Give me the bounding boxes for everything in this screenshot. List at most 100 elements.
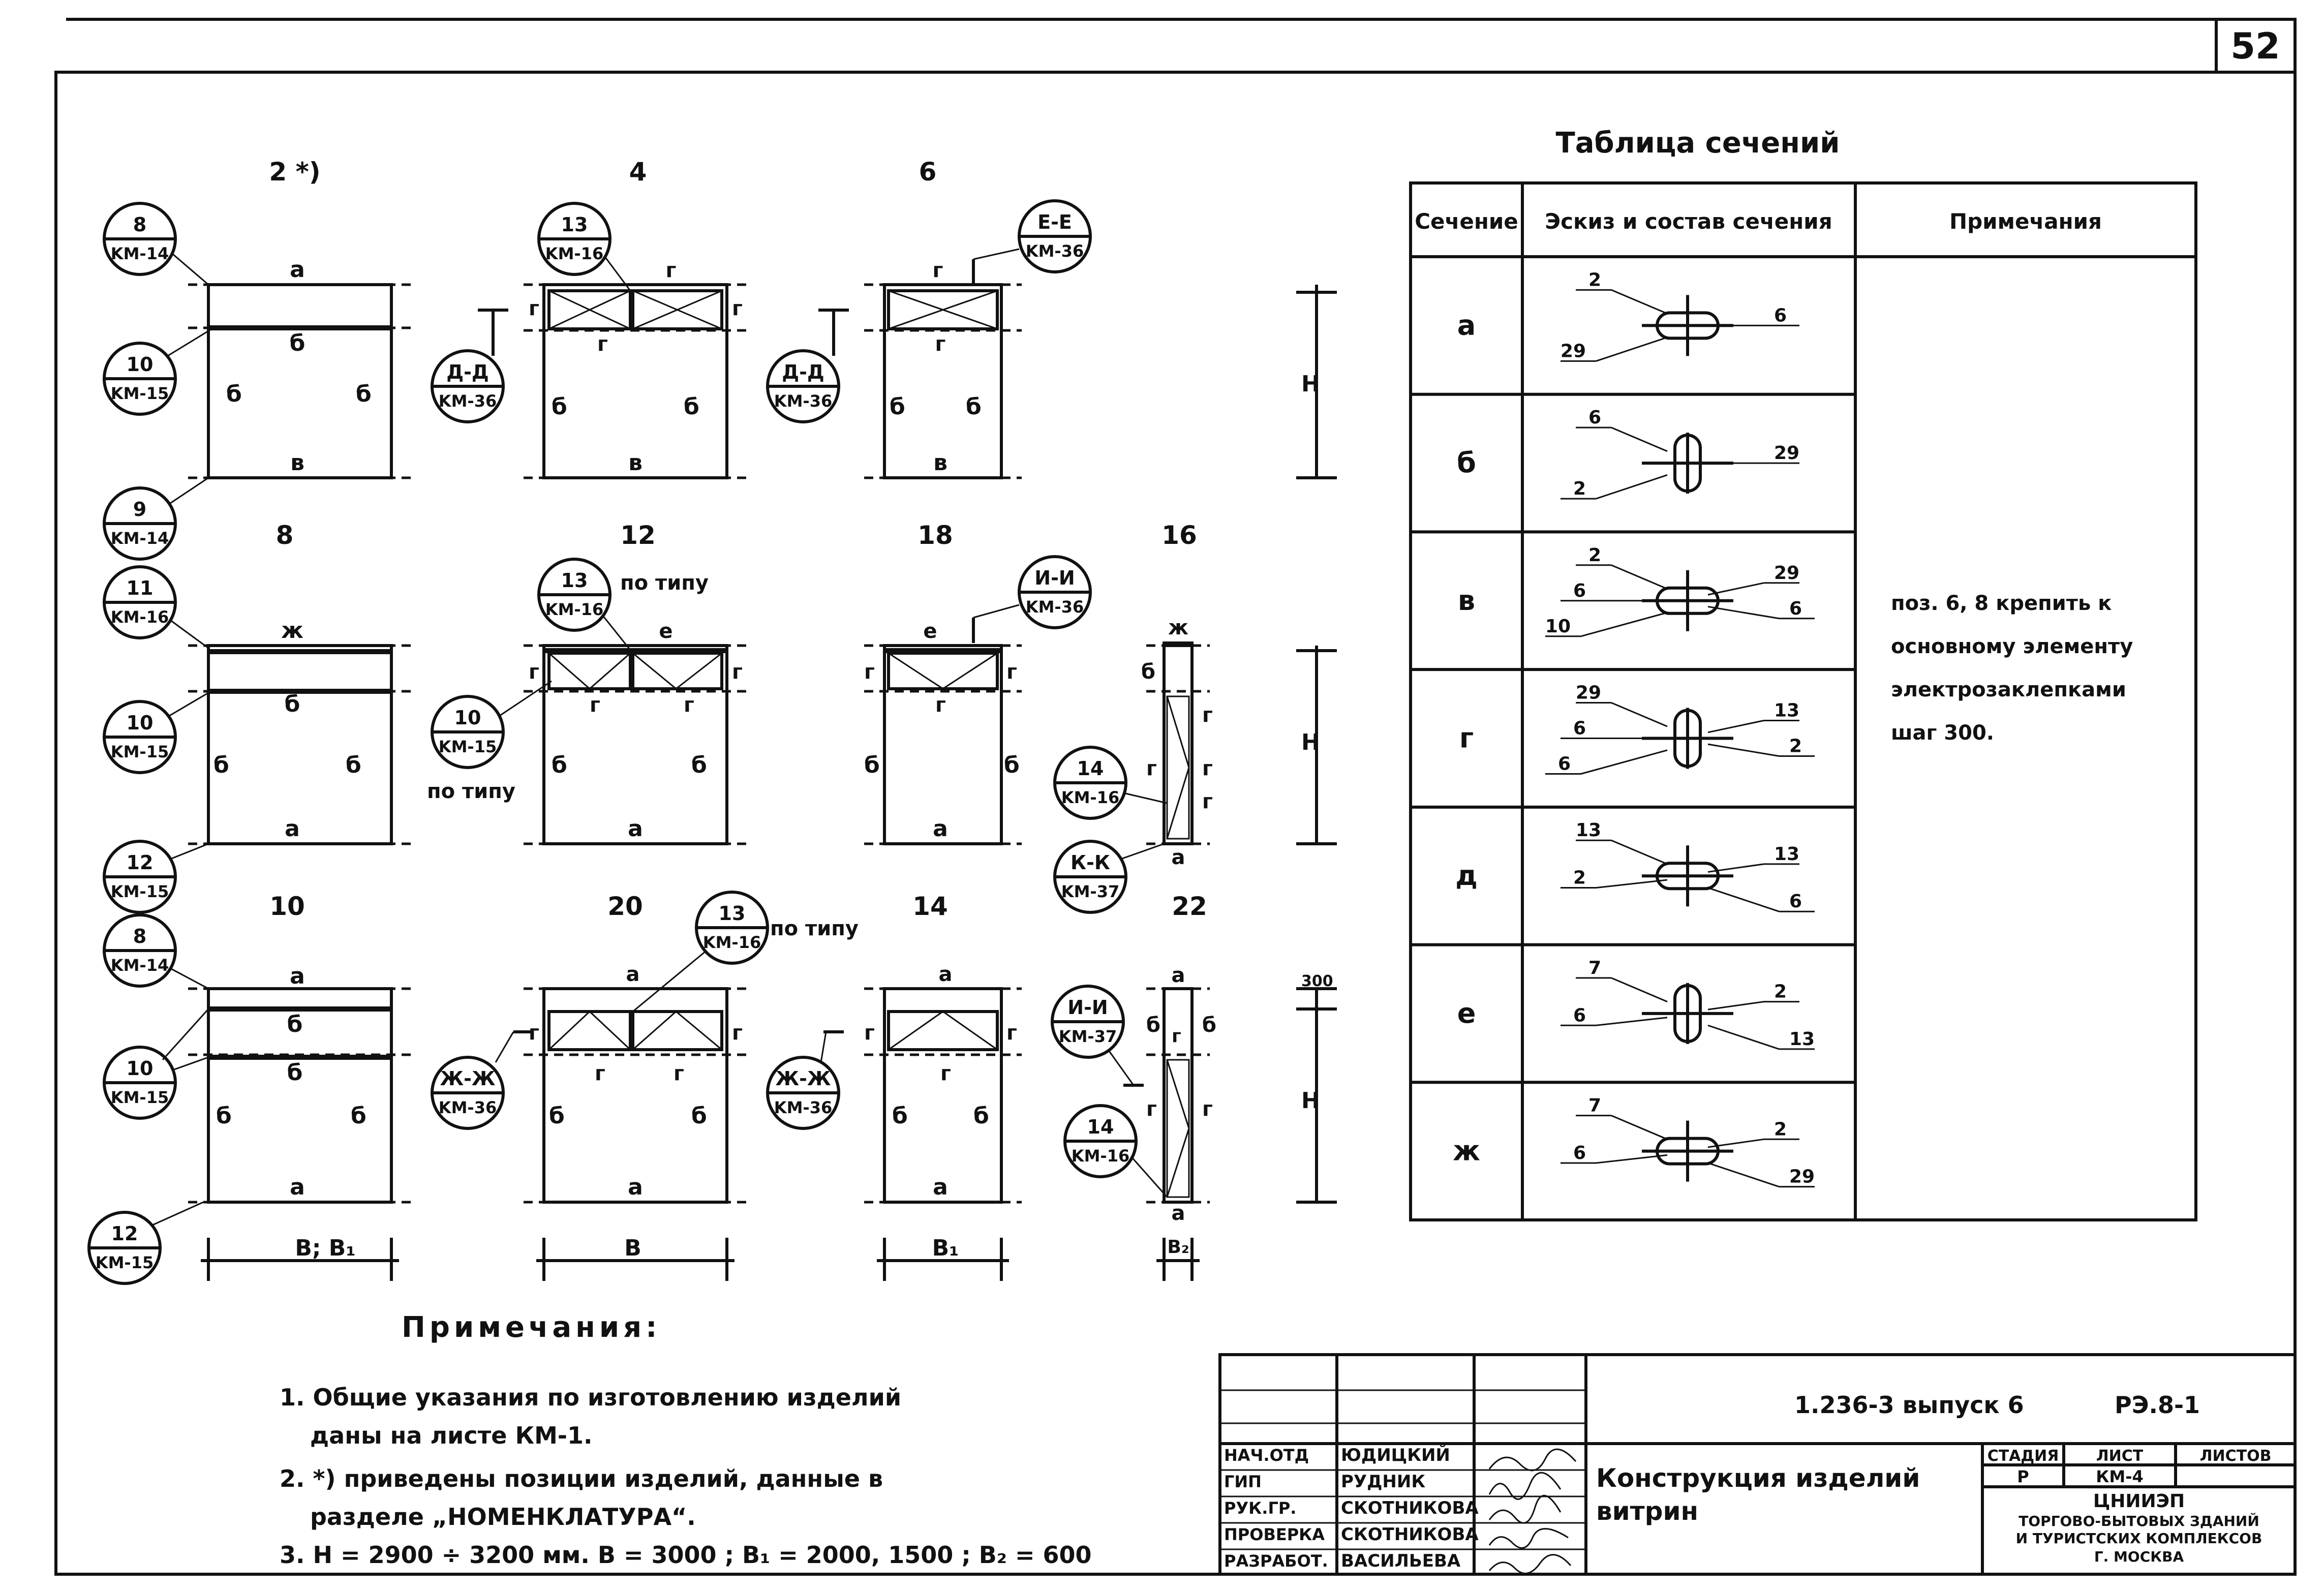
panel-14: 14 а г г г б б а <box>864 892 1022 1204</box>
section-label: б <box>1457 447 1476 479</box>
svg-text:по типу: по типу <box>770 917 859 940</box>
svg-text:ЛИСТ: ЛИСТ <box>2096 1447 2144 1465</box>
ref-bubble: 14 KM-16 <box>1053 746 1168 820</box>
section-sketch: 6 29 2 <box>1561 407 1799 500</box>
svg-text:К-К: К-К <box>1071 851 1110 874</box>
svg-text:г: г <box>1202 757 1213 780</box>
stage-value: Р <box>2017 1467 2029 1486</box>
ref-bubble: 8 KM-14 <box>103 913 209 990</box>
note-line: даны на листе КМ-1. <box>310 1422 592 1449</box>
sketch-label: 6 <box>1588 407 1601 428</box>
svg-text:б: б <box>973 1103 989 1129</box>
panel-title: 6 <box>919 157 937 187</box>
svg-text:KM-14: KM-14 <box>111 529 169 548</box>
svg-text:В: В <box>624 1235 641 1261</box>
panel-title: 10 <box>269 892 305 921</box>
sketch-label: 6 <box>1573 1005 1586 1026</box>
panel-title: 16 <box>1161 521 1197 550</box>
section-table: Таблица сечений Сечение Эскиз и состав с… <box>1409 127 2197 1221</box>
svg-text:ЛИСТОВ: ЛИСТОВ <box>2200 1447 2272 1465</box>
sketch-label: 2 <box>1588 269 1601 290</box>
width-dimensions: В; В₁ В В₁ В₂ <box>201 1235 1200 1281</box>
svg-text:KM-36: KM-36 <box>1026 597 1084 617</box>
ref-bubble: И-И KM-36 <box>972 555 1092 643</box>
header-sketch: Эскиз и состав сечения <box>1545 209 1832 234</box>
svg-text:по типу: по типу <box>427 780 515 803</box>
svg-text:Д-Д: Д-Д <box>782 361 824 383</box>
panel-title: 20 <box>607 892 643 921</box>
svg-text:а: а <box>628 816 643 842</box>
sketch-label: 2 <box>1774 1119 1787 1140</box>
panel-title: 22 <box>1172 892 1207 921</box>
signature-row: РАЗРАБОТ.ВАСИЛЬЕВА <box>1224 1551 1461 1571</box>
sketch-label: 2 <box>1573 478 1586 499</box>
doc-description: Конструкция изделий <box>1596 1463 1920 1493</box>
svg-text:б: б <box>864 752 880 778</box>
svg-text:Н: Н <box>1301 371 1320 397</box>
svg-text:Д-Д: Д-Д <box>446 361 488 383</box>
sketch-label: 29 <box>1774 443 1799 464</box>
sketch-label: 6 <box>1573 1143 1586 1164</box>
svg-text:13: 13 <box>719 902 746 925</box>
svg-text:г: г <box>935 332 946 356</box>
sketch-label: 6 <box>1774 305 1787 326</box>
panel-title: 8 <box>276 521 294 550</box>
signature-mark <box>1488 1554 1572 1574</box>
section-label: д <box>1455 860 1478 892</box>
section-table-title: Таблица сечений <box>1556 127 1840 160</box>
svg-text:г: г <box>864 1021 875 1045</box>
doc-description: витрин <box>1596 1496 1698 1526</box>
sketch-label: 6 <box>1789 891 1802 912</box>
svg-text:а: а <box>939 963 953 986</box>
svg-text:б: б <box>552 394 567 420</box>
sketch-label: 7 <box>1588 958 1601 978</box>
ref-bubble: Ж-Ж KM-36 <box>431 1030 534 1130</box>
ref-bubble: К-К KM-37 <box>1053 840 1165 914</box>
sketch-label: 2 <box>1774 982 1787 1002</box>
ref-bubble: Е-Е KM-36 <box>972 199 1092 285</box>
svg-text:б: б <box>691 1103 707 1129</box>
svg-text:12: 12 <box>127 851 154 874</box>
svg-text:а: а <box>628 1174 643 1200</box>
svg-text:б: б <box>890 394 905 420</box>
svg-text:г: г <box>933 259 943 282</box>
svg-text:KM-16: KM-16 <box>545 600 603 619</box>
svg-text:В; В₁: В; В₁ <box>295 1235 355 1261</box>
svg-text:б: б <box>1004 752 1020 778</box>
sketch-label: 2 <box>1573 868 1586 889</box>
svg-text:KM-15: KM-15 <box>111 742 169 761</box>
sketch-label: 29 <box>1789 1167 1815 1187</box>
svg-text:е: е <box>659 620 672 643</box>
svg-text:300: 300 <box>1301 972 1333 990</box>
svg-text:Е-Е: Е-Е <box>1037 211 1072 233</box>
panel-22: 22 а б б г г г а <box>1146 892 1216 1225</box>
svg-text:в: в <box>628 450 643 476</box>
svg-text:е: е <box>923 620 937 643</box>
svg-text:Ж-Ж: Ж-Ж <box>776 1067 831 1090</box>
panel-title: 4 <box>629 157 647 187</box>
header-section: Сечение <box>1415 209 1518 234</box>
sketch-label: 6 <box>1573 718 1586 739</box>
section-label: а <box>1457 309 1476 341</box>
svg-text:В₁: В₁ <box>932 1235 959 1261</box>
ref-bubble: 12 KM-15 <box>103 840 209 914</box>
svg-text:а: а <box>1172 1202 1185 1225</box>
svg-text:12: 12 <box>111 1222 138 1245</box>
ref-bubble: 11 KM-16 <box>103 565 209 649</box>
svg-text:KM-15: KM-15 <box>439 737 497 756</box>
svg-text:по типу: по типу <box>620 571 709 595</box>
svg-text:а: а <box>933 1174 948 1200</box>
signature-mark <box>1488 1495 1562 1524</box>
signature-mark <box>1488 1472 1562 1500</box>
panel-18: 18 е г г г б б а <box>864 521 1022 845</box>
svg-text:Ж-Ж: Ж-Ж <box>440 1067 496 1090</box>
ref-bubble: 14 KM-16 <box>1063 1104 1168 1198</box>
svg-text:ж: ж <box>281 618 303 644</box>
